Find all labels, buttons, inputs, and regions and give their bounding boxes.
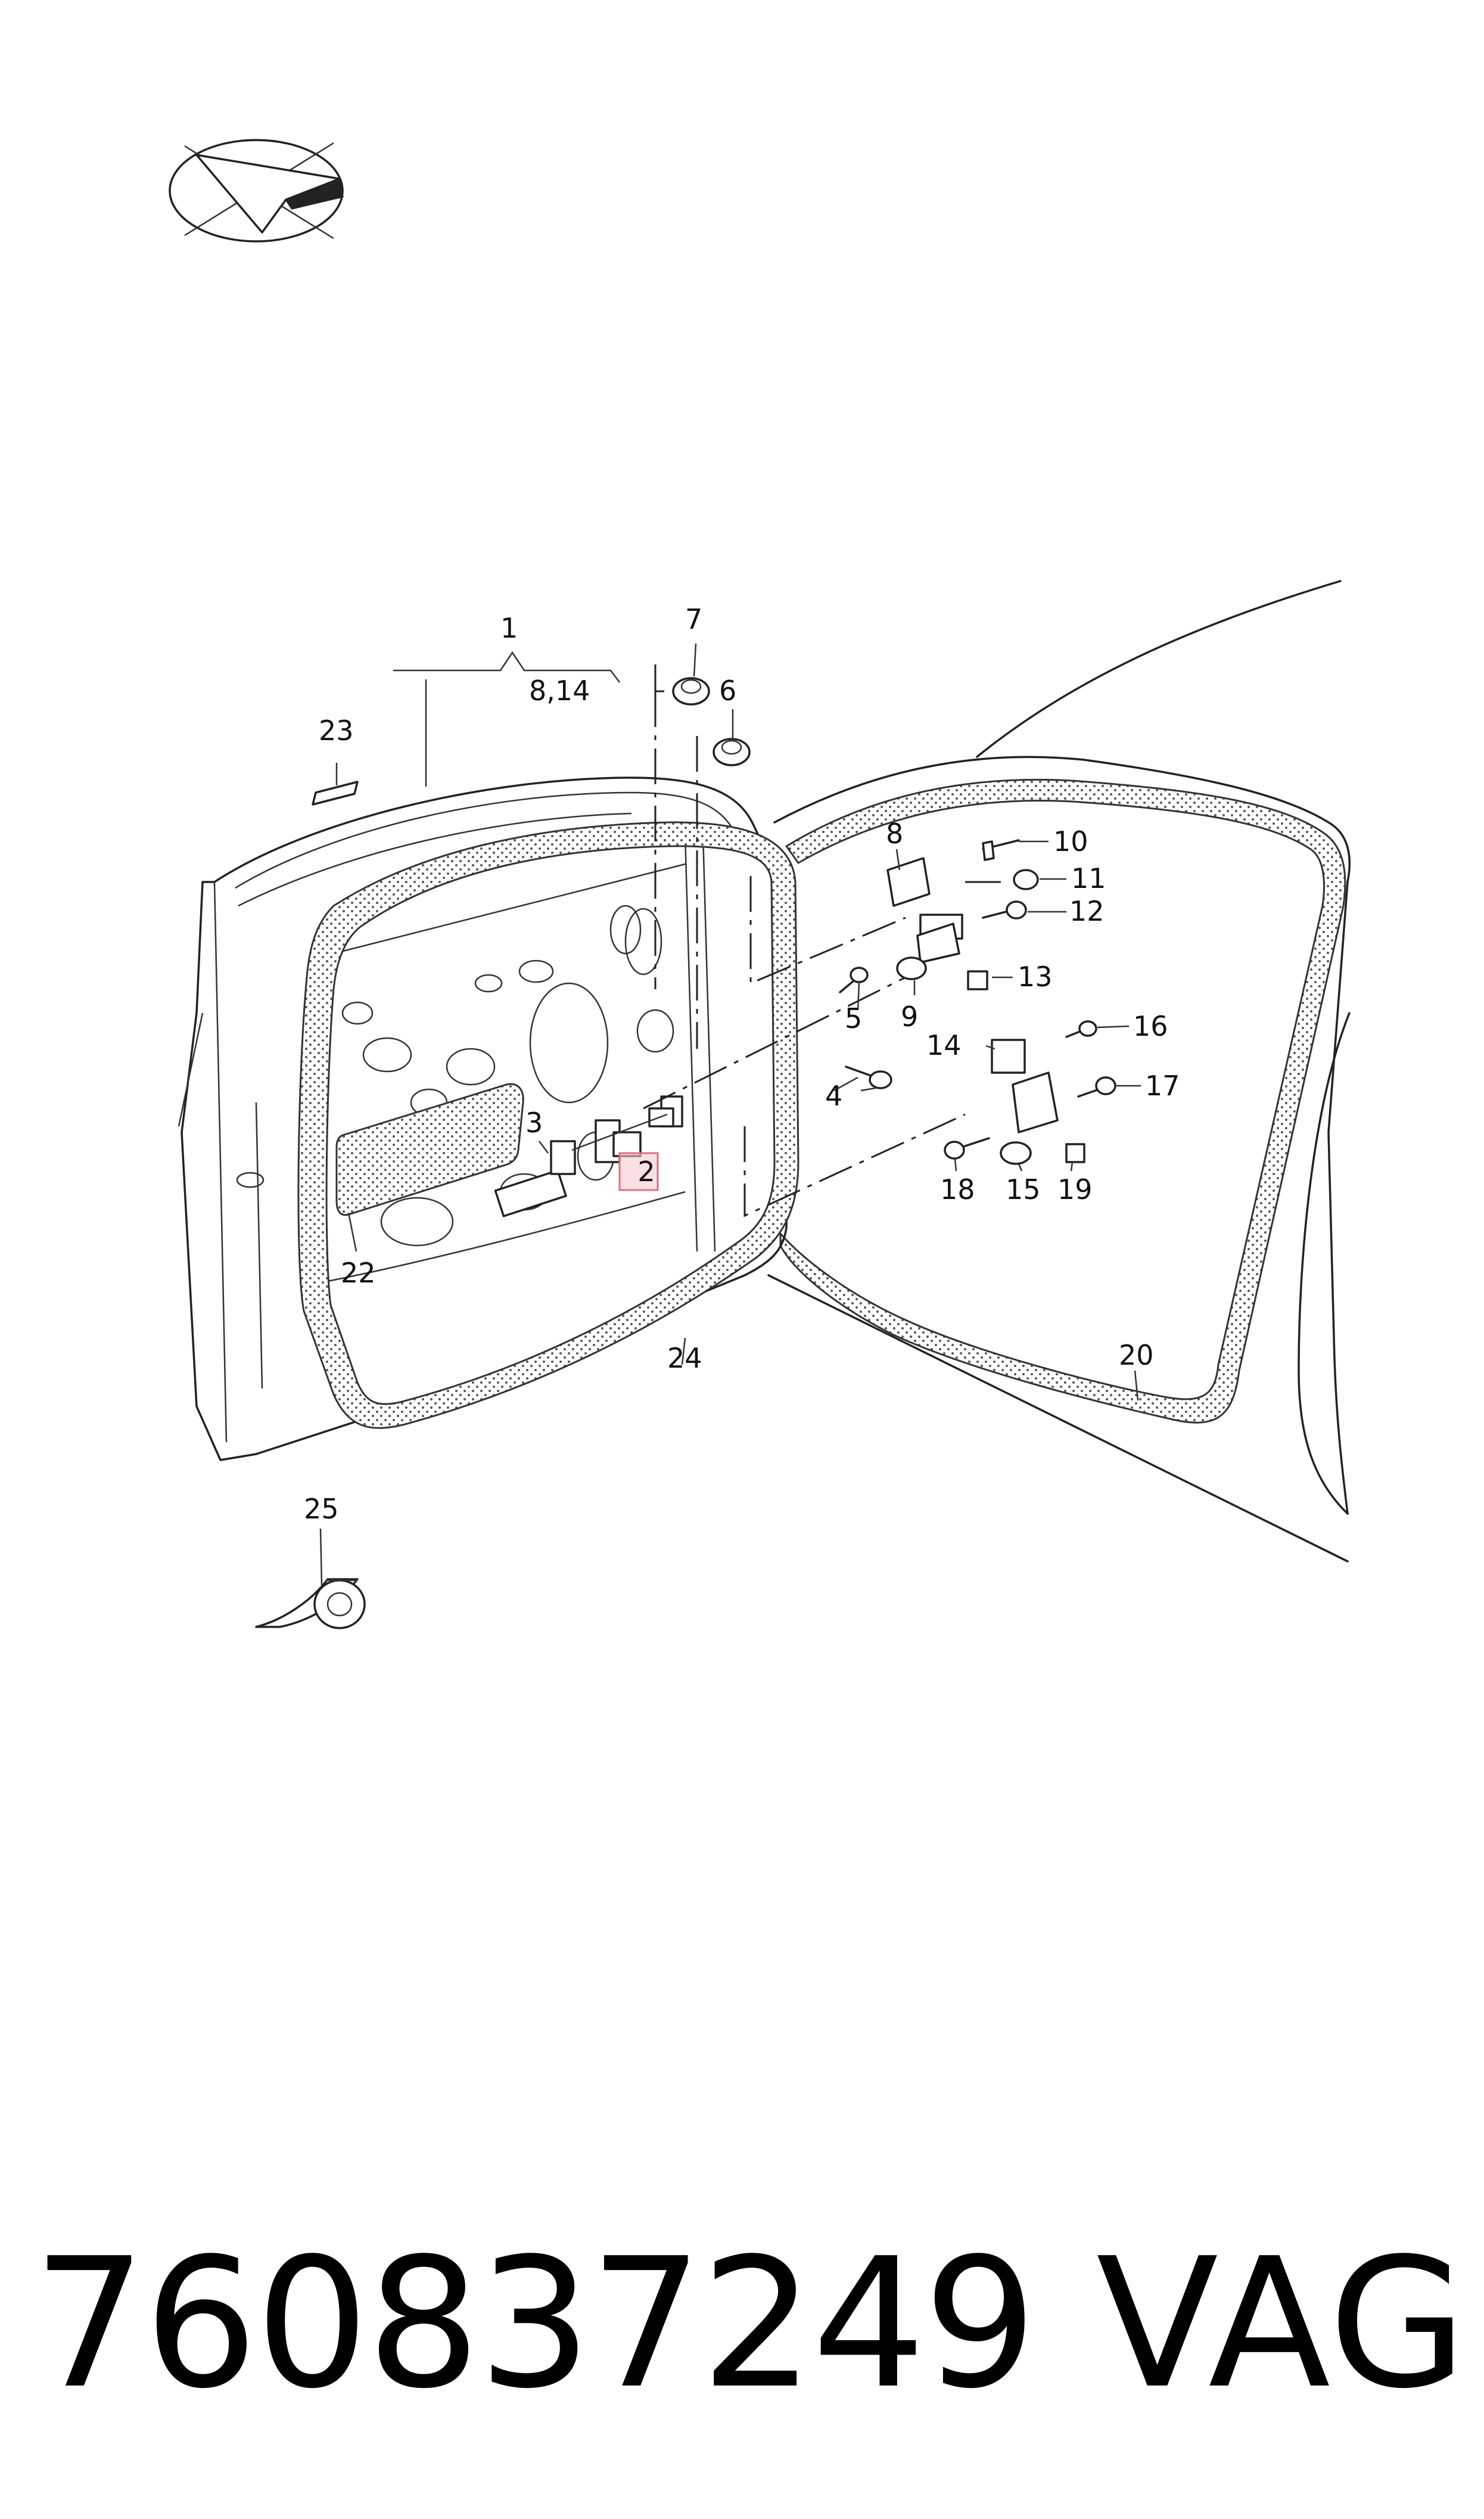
callout-7: 7 xyxy=(685,603,702,635)
callout-15: 15 xyxy=(1006,1173,1041,1206)
door-seal xyxy=(297,821,799,1429)
part-number: 760837249 xyxy=(33,2220,1037,2428)
callout-3: 3 xyxy=(525,1107,543,1139)
door-shell xyxy=(178,776,794,1461)
callout-25: 25 xyxy=(304,1493,339,1525)
callout-1: 1 xyxy=(500,612,518,644)
callout-8: 8 xyxy=(886,818,903,850)
callout-23: 23 xyxy=(319,715,354,747)
callout-24: 24 xyxy=(667,1342,702,1374)
callout-17: 17 xyxy=(1145,1070,1180,1102)
upper-hinge xyxy=(886,857,988,990)
bolt-10 xyxy=(982,839,1020,861)
trim-clip-23 xyxy=(312,781,359,806)
callout-4: 4 xyxy=(825,1080,842,1112)
callout-20: 20 xyxy=(1119,1339,1154,1371)
sound-absorber-pad xyxy=(335,1083,524,1216)
callout-2: 2 xyxy=(637,1156,655,1188)
leader-lines xyxy=(319,643,1141,1586)
callout-18: 18 xyxy=(940,1173,975,1206)
footer: 760837249 VAG xyxy=(0,2205,1484,2443)
callout-11: 11 xyxy=(1071,862,1106,894)
callout-13: 13 xyxy=(1018,961,1053,993)
view-direction-icon xyxy=(169,139,344,243)
bolt-4 xyxy=(845,1066,892,1089)
grommet-7 xyxy=(672,677,710,706)
lower-hinge xyxy=(991,1039,1085,1165)
callout-9: 9 xyxy=(901,1001,918,1033)
callout-10: 10 xyxy=(1053,825,1088,858)
grommet-6 xyxy=(713,738,751,766)
bolt-16 xyxy=(1065,1020,1097,1038)
callout-16: 16 xyxy=(1133,1010,1168,1042)
bolt-17 xyxy=(1077,1076,1116,1098)
assembly-lines xyxy=(643,664,1001,1217)
callout-19: 19 xyxy=(1057,1173,1093,1206)
callout-2-highlight xyxy=(618,1152,659,1191)
bolt-12 xyxy=(982,900,1027,920)
callout-22: 22 xyxy=(341,1257,376,1289)
nut-11 xyxy=(1013,869,1039,890)
door-check-assembly xyxy=(494,1095,683,1217)
door-opening-seal xyxy=(779,778,1346,1424)
callout-6: 6 xyxy=(719,675,736,707)
callout-8-14: 8,14 xyxy=(529,675,590,707)
callout-12: 12 xyxy=(1069,895,1105,927)
bolt-18 xyxy=(944,1137,990,1160)
callout-14: 14 xyxy=(926,1029,962,1061)
tape-roll xyxy=(255,1578,366,1629)
bolt-5 xyxy=(839,967,869,993)
brand-name: VAG xyxy=(1096,2220,1469,2428)
callout-5: 5 xyxy=(845,1002,862,1035)
